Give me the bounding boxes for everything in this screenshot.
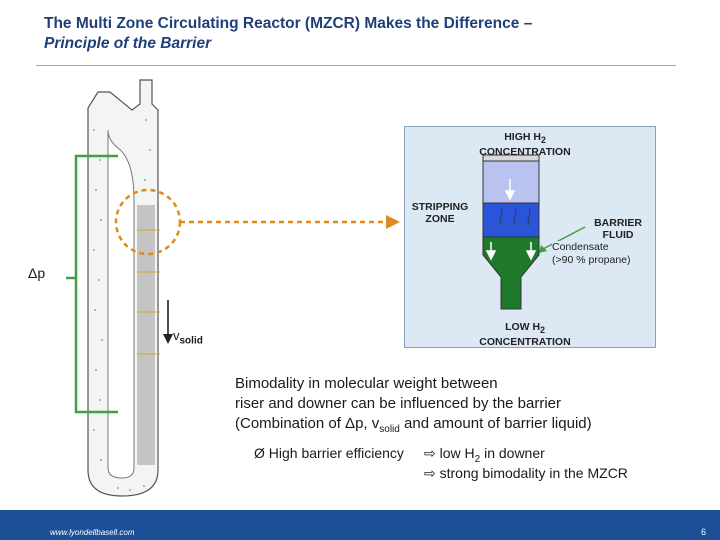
condensate-label: Condensate(>90 % propane) bbox=[552, 241, 631, 267]
body-line-2: riser and downer can be influenced by th… bbox=[235, 395, 562, 412]
downer-level-marks bbox=[137, 229, 160, 355]
zoom-pointer-head bbox=[386, 215, 400, 229]
downer-packed-bed bbox=[137, 205, 155, 465]
arrow-right-icon: ⇨ bbox=[424, 465, 436, 481]
footer-website-link[interactable]: www.lyondellbasell.com bbox=[50, 528, 135, 537]
body-line-1: Bimodality in molecular weight between bbox=[235, 375, 498, 392]
vsolid-label: vsolid bbox=[173, 328, 203, 347]
slide-title: The Multi Zone Circulating Reactor (MZCR… bbox=[44, 14, 684, 54]
vsolid-arrowhead bbox=[163, 334, 173, 344]
result-bimodality: ⇨ strong bimodality in the MZCR bbox=[424, 465, 628, 481]
title-line-2: Principle of the Barrier bbox=[44, 35, 212, 52]
bullet-marker-icon: Ø bbox=[254, 445, 265, 461]
dp-label: Δp bbox=[28, 265, 46, 281]
footer-bar bbox=[0, 510, 720, 540]
title-line-1: The Multi Zone Circulating Reactor (MZCR… bbox=[44, 15, 533, 32]
result-low-h2: ⇨ low H2 in downer bbox=[424, 445, 545, 465]
pressure-drop-bracket bbox=[74, 154, 118, 414]
riser-particles bbox=[93, 119, 151, 491]
body-line-3: (Combination of Δp, vsolid and amount of… bbox=[235, 415, 592, 435]
page-number: 6 bbox=[700, 527, 706, 537]
bullet-barrier-efficiency: Ø High barrier efficiency bbox=[254, 445, 404, 461]
reactor-inner-wall bbox=[107, 129, 135, 479]
title-divider bbox=[36, 65, 676, 66]
bimodality-explanation: Bimodality in molecular weight between r… bbox=[235, 374, 705, 440]
arrow-right-icon: ⇨ bbox=[424, 445, 436, 461]
mzcr-reactor-diagram bbox=[66, 79, 400, 497]
inset-drawing bbox=[482, 154, 586, 310]
